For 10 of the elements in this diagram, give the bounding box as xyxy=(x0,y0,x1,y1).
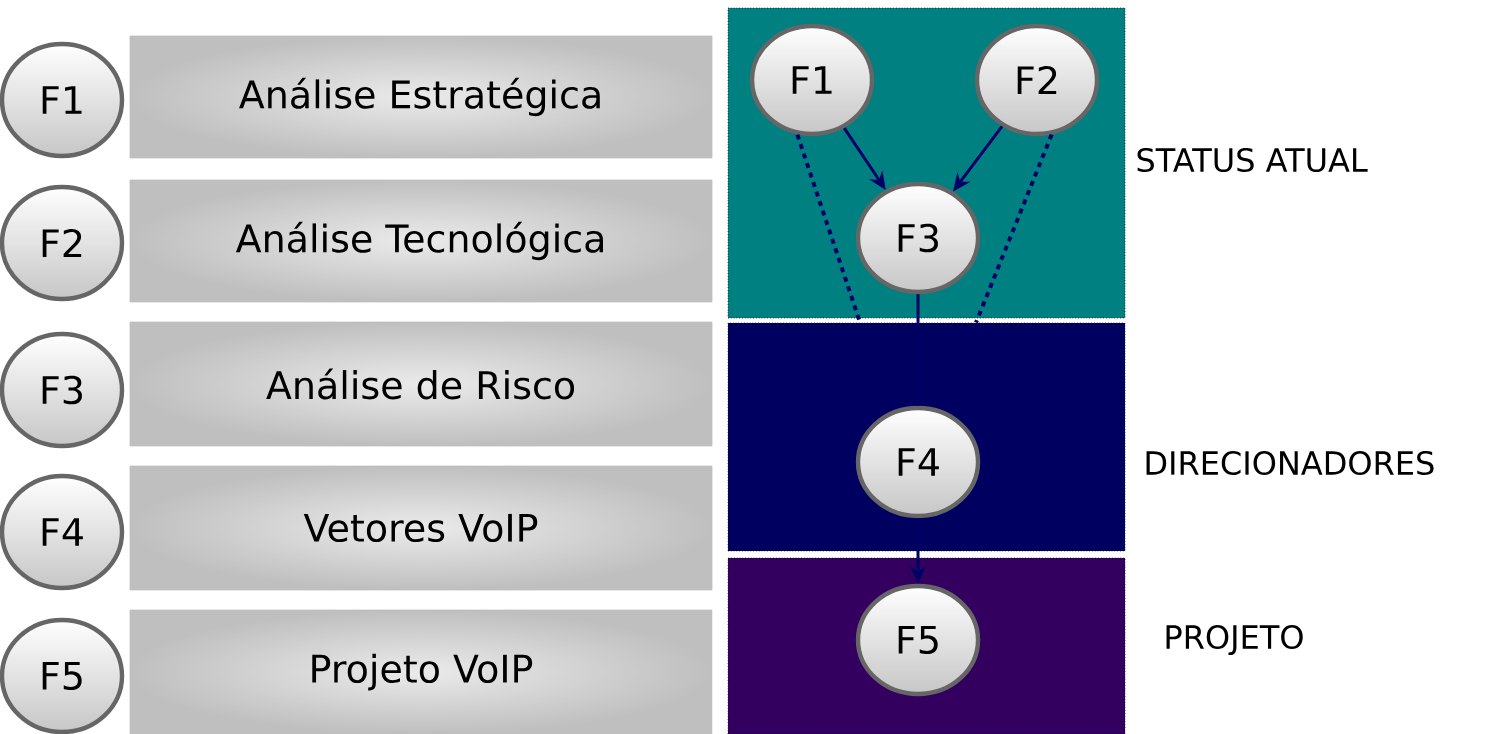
connector-line xyxy=(916,294,920,406)
label-box: Análise Estratégica xyxy=(129,35,713,159)
label-box: Projeto VoIP xyxy=(129,609,713,734)
node-label: STATUS ATUAL xyxy=(1137,147,1368,173)
label-box: Vetores VoIP xyxy=(129,465,713,591)
node-label: PROJETO xyxy=(1166,624,1303,656)
node-label: DIRECIONADORES xyxy=(1146,450,1434,476)
label-box: Análise Tecnológica xyxy=(129,179,713,303)
connector-line xyxy=(974,133,1054,324)
label-box: Análise de Risco xyxy=(129,321,713,447)
